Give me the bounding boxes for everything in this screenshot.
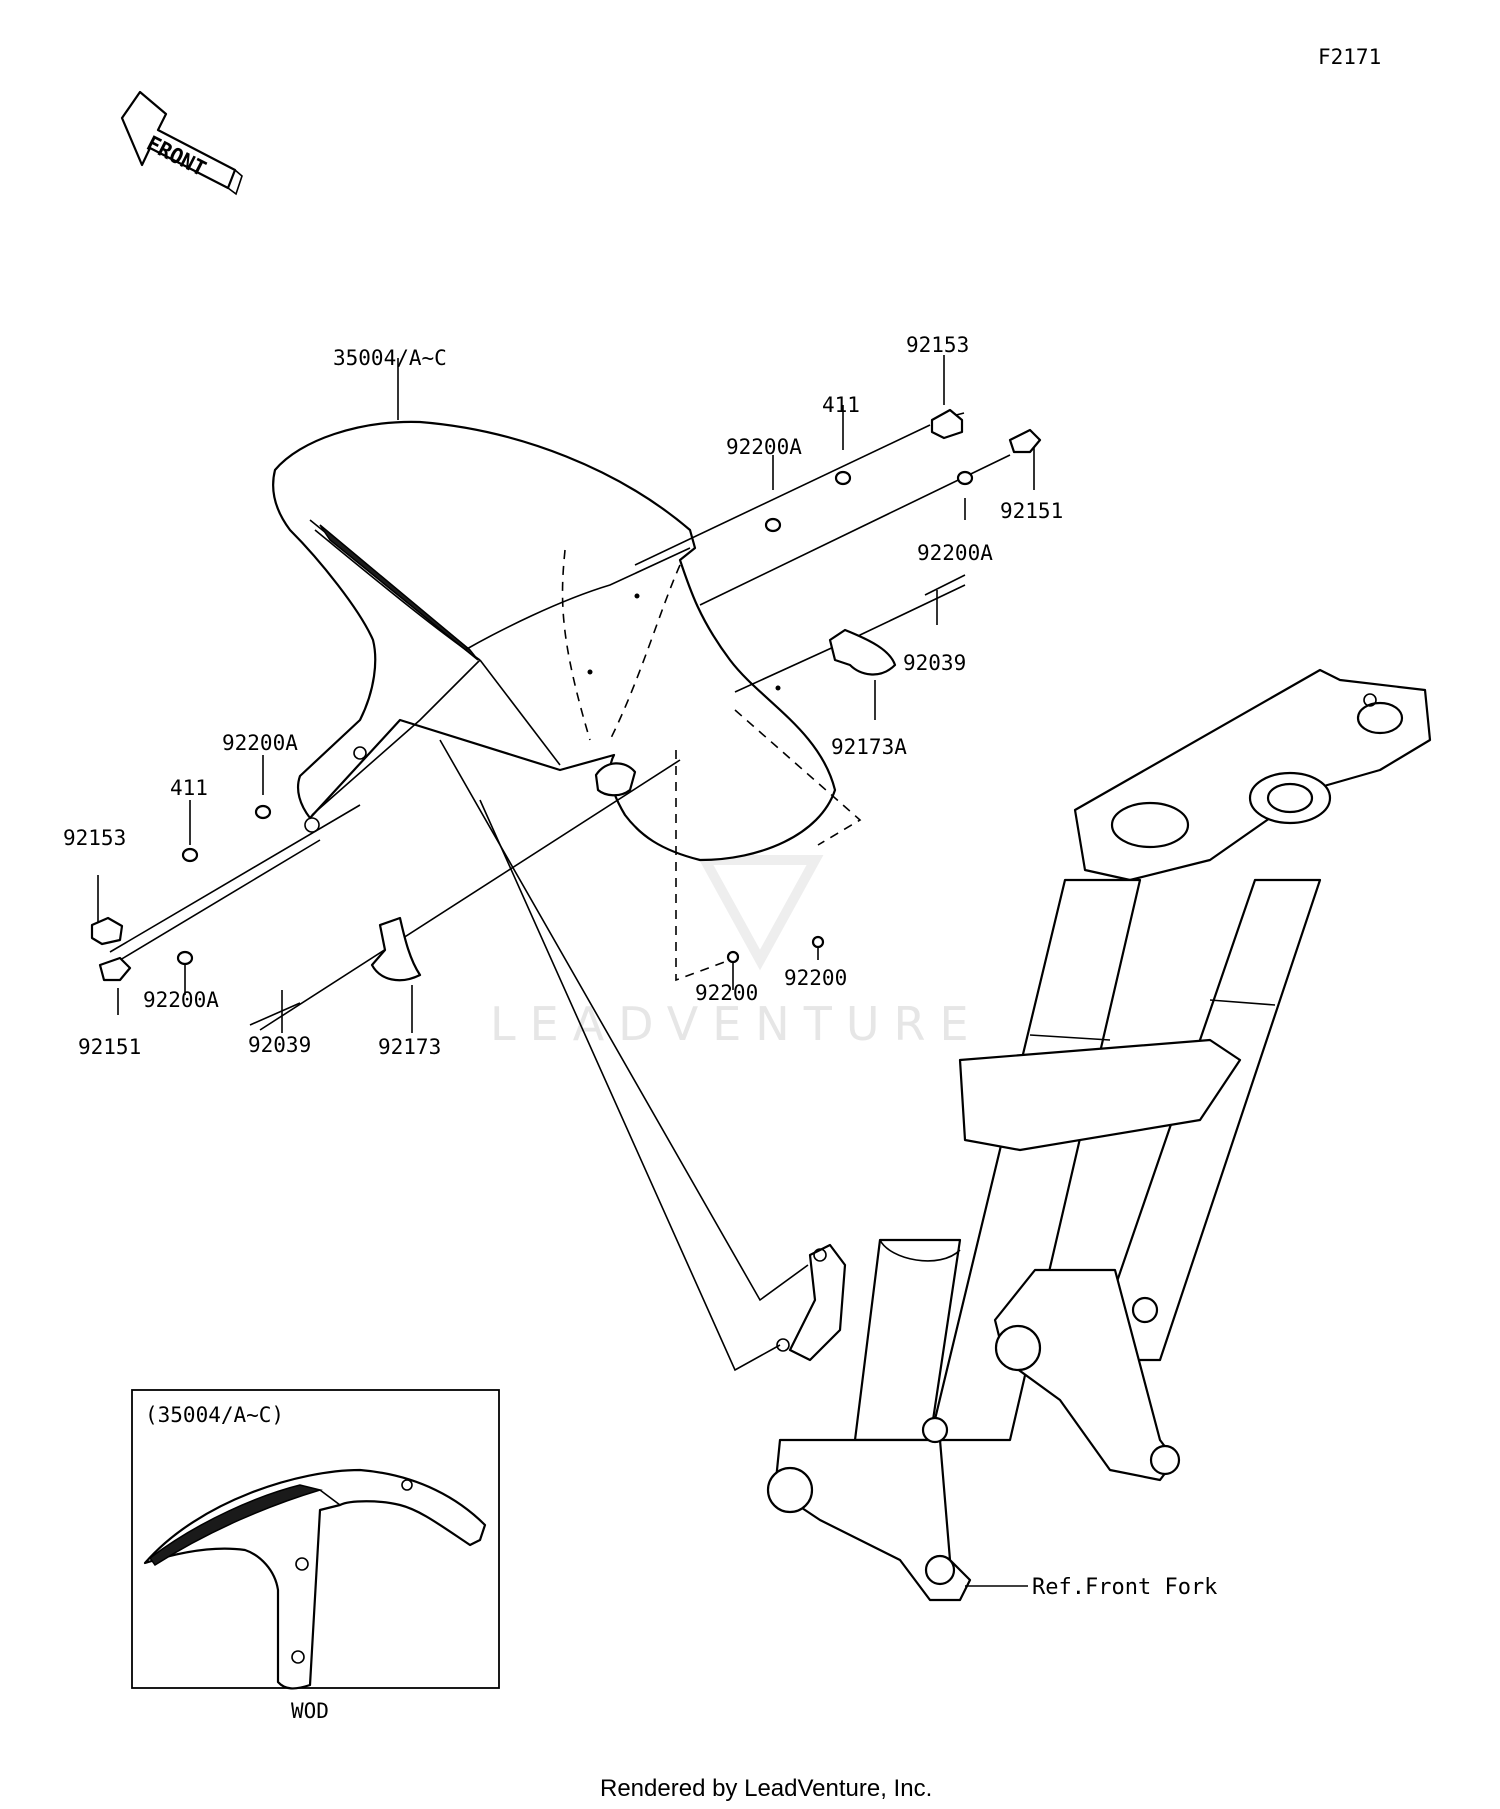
small-parts [90,408,1042,1026]
label-411-left: 411 [170,776,208,800]
label-92151-left: 92151 [78,1035,141,1059]
label-92200-right: 92200 [784,966,847,990]
front-fender [272,420,837,862]
label-411-right: 411 [822,393,860,417]
label-35004: 35004/A~C [333,346,447,370]
label-92039-right: 92039 [903,651,966,675]
label-92200-center: 92200 [695,981,758,1005]
inset-panel: (35004/A~C) WOD [131,1389,500,1723]
label-92173a: 92173A [831,735,907,759]
front-fork [766,668,1432,1602]
diagram-code: F2171 [1318,45,1381,69]
label-ref-front-fork: Ref.Front Fork [1032,1575,1217,1600]
label-92153-left: 92153 [63,826,126,850]
part-labels: 35004/A~C 92153 411 92200A 92151 92200A … [63,333,1217,1600]
label-92173: 92173 [378,1035,441,1059]
watermark: LEADVENTURE [490,780,983,1051]
label-92151-right: 92151 [1000,499,1063,523]
footer-credit: Rendered by LeadVenture, Inc. [600,1775,932,1802]
front-arrow-icon: FRONT [120,90,243,196]
label-92039-left: 92039 [248,1033,311,1057]
inset-title: (35004/A~C) [145,1403,284,1427]
label-92200a-right-lower: 92200A [917,541,993,565]
label-92200a-right-upper: 92200A [726,435,802,459]
assembly-lines [97,355,1035,1587]
inset-caption: WOD [291,1699,329,1723]
watermark-text: LEADVENTURE [490,997,983,1051]
label-92200a-left: 92200A [222,731,298,755]
label-92200a-left-lower: 92200A [143,988,219,1012]
label-92153-right: 92153 [906,333,969,357]
